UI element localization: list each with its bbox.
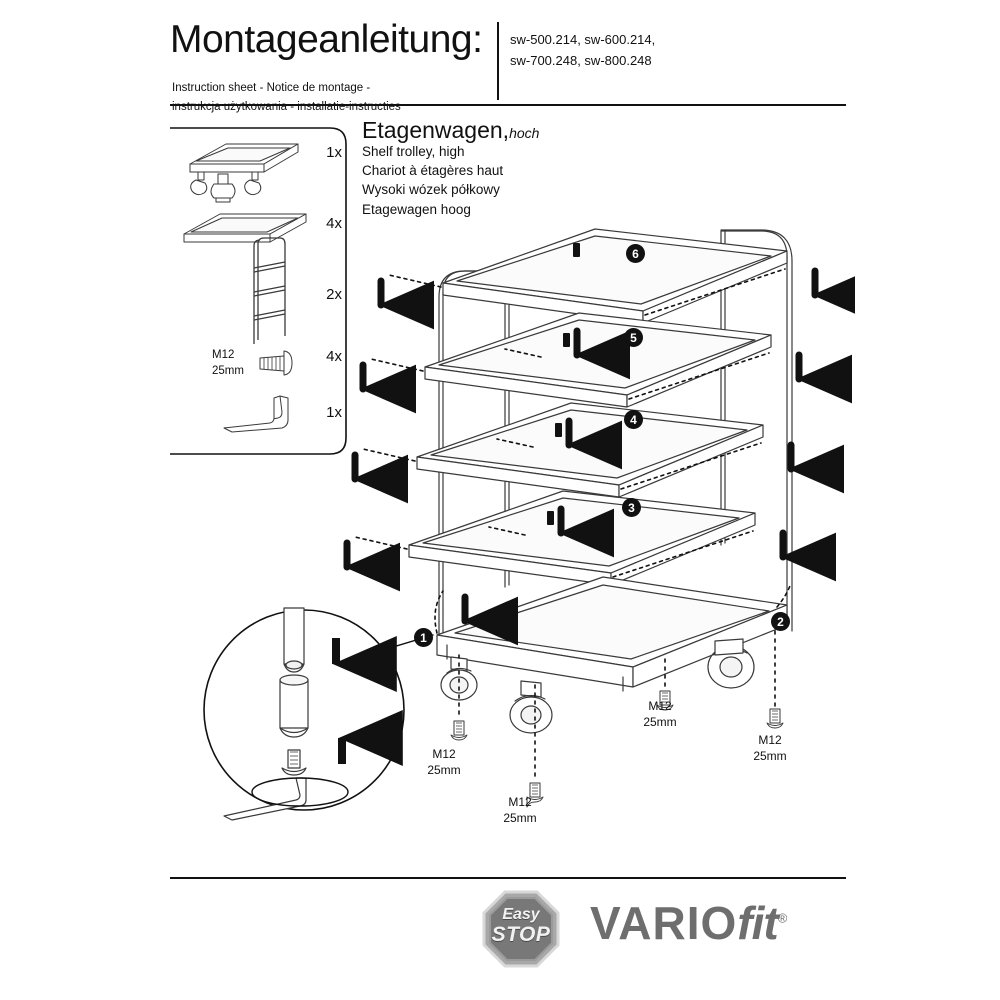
easystop-badge-line2: STOP — [491, 923, 551, 946]
easystop-badge-line1: Easy — [502, 906, 540, 923]
article-numbers-line1: sw-500.214, sw-600.214, — [510, 32, 656, 47]
header-divider — [497, 22, 499, 100]
article-numbers-line2: sw-700.248, sw-800.248 — [510, 53, 652, 68]
assembly-illustration — [343, 228, 855, 808]
header-rule — [170, 104, 846, 106]
callout-6: 6 — [626, 244, 645, 263]
detail-circle-inset — [203, 607, 405, 821]
octagon-icon — [482, 890, 560, 968]
bolt-label-4-size: M12 — [758, 733, 782, 747]
parts-list-quantity-5: 1x — [326, 404, 342, 421]
parts-list-bolt-length: 25mm — [212, 364, 244, 377]
allen-key-icon — [223, 395, 289, 433]
parts-list: 1x 4x 2x M12 — [170, 126, 348, 456]
callout-1: 1 — [414, 628, 433, 647]
bolt-label-3: M12 25mm — [632, 698, 688, 730]
bolt-label-2: M12 25mm — [492, 794, 548, 826]
callout-4: 4 — [624, 410, 643, 429]
easystop-badge: Easy STOP — [482, 890, 560, 968]
variofit-logo: VARIOfit® — [590, 896, 788, 950]
parts-list-frame — [170, 127, 347, 455]
variofit-logo-main: VARIO — [590, 897, 738, 949]
product-name-text: Etagenwagen, — [362, 117, 510, 143]
bolt-label-1-size: M12 — [432, 747, 456, 761]
parts-list-quantity-1: 1x — [326, 144, 342, 161]
product-translation-fr: Chariot à étagères haut — [362, 163, 504, 179]
bolt-label-4-length: 25mm — [753, 749, 787, 764]
product-title-block: Etagenwagen,hoch Shelf trolley, high Cha… — [362, 118, 539, 219]
shelf-tray-icon — [183, 213, 307, 243]
document-footer: Easy STOP VARIOfit® — [170, 884, 846, 976]
product-translation-nl: Etagewagen hoog — [362, 201, 471, 217]
page-title: Montageanleitung: — [170, 18, 483, 61]
bolt-label-3-size: M12 — [648, 699, 672, 713]
variofit-logo-italic: fit — [737, 897, 778, 949]
parts-list-bolt-label: M12 25mm — [212, 348, 244, 379]
bolt-label-2-length: 25mm — [503, 811, 537, 826]
product-translation-pl: Wysoki wózek półkowy — [362, 182, 500, 198]
document-header: Montageanleitung: Instruction sheet - No… — [170, 18, 846, 113]
header-subtitle-line2: instrukcja użytkowania - installatie-ins… — [172, 101, 401, 113]
product-translation-en: Shelf trolley, high — [362, 144, 465, 160]
bolt-label-1-length: 25mm — [427, 763, 461, 778]
callout-5: 5 — [624, 328, 643, 347]
callout-3: 3 — [622, 498, 641, 517]
header-subtitle-line1: Instruction sheet - Notice de montage - — [172, 82, 371, 94]
bolt-label-4: M12 25mm — [742, 732, 798, 764]
product-name: Etagenwagen,hoch — [362, 118, 539, 142]
parts-list-bolt-size: M12 — [212, 349, 235, 361]
footer-rule — [170, 877, 846, 879]
parts-list-quantity-2: 4x — [326, 215, 342, 232]
bolt-label-1: M12 25mm — [416, 746, 472, 778]
parts-list-quantity-4: 4x — [326, 348, 342, 365]
bolt-label-2-size: M12 — [508, 795, 532, 809]
product-name-suffix: hoch — [509, 125, 540, 141]
callout-2: 2 — [771, 612, 790, 631]
parts-list-quantity-3: 2x — [326, 286, 342, 303]
base-platform-with-casters-icon — [189, 143, 299, 203]
registered-trademark-icon: ® — [777, 910, 789, 926]
bolt-icon — [259, 350, 293, 376]
ladder-frame-icon — [253, 237, 286, 344]
bolt-label-3-length: 25mm — [643, 715, 677, 730]
